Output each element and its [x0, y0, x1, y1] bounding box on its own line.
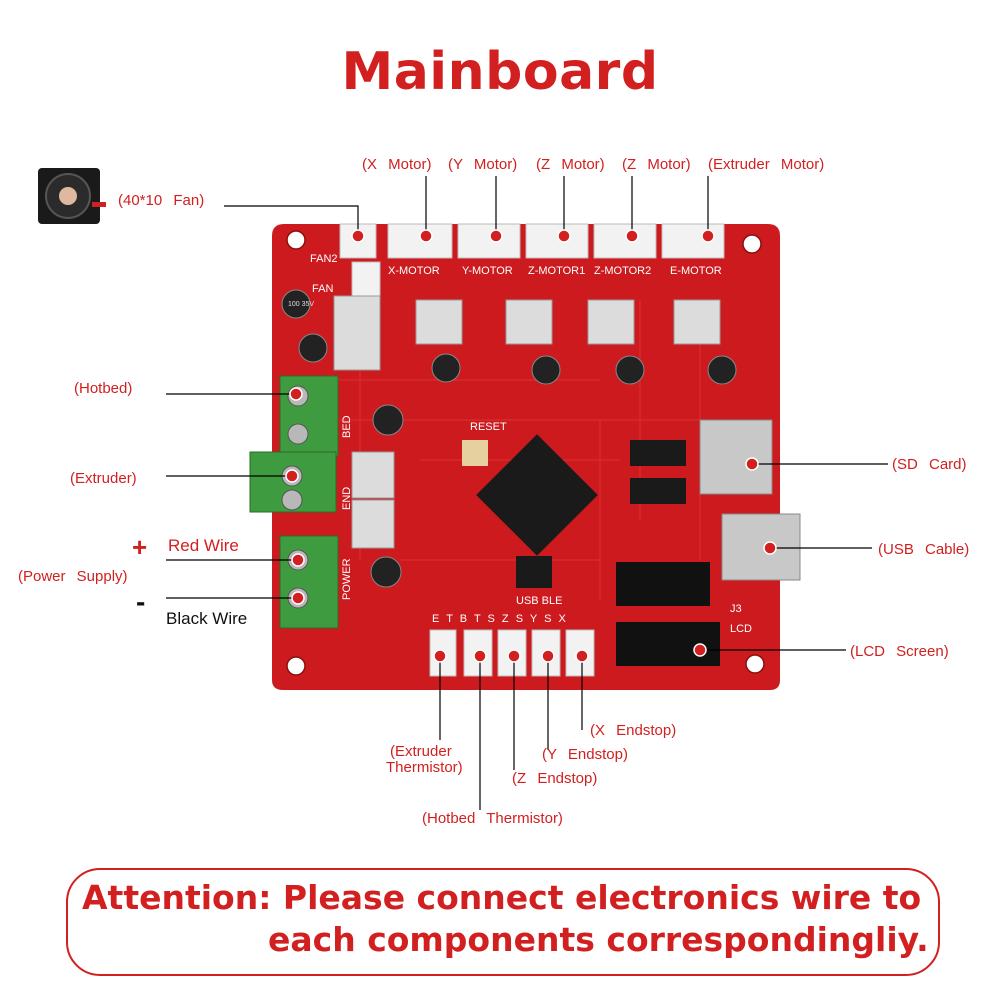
silk-endstop-letters: E T B T S Z S Y S X	[432, 613, 568, 625]
header-lcd	[616, 622, 720, 666]
silk-reset: RESET	[470, 421, 507, 433]
sd-card-slot	[699, 419, 773, 495]
header-j3	[616, 562, 710, 606]
motor-connectors	[339, 223, 725, 297]
silk-fan2: FAN2	[310, 253, 338, 265]
label-usb-cable: (USB Cable)	[878, 541, 970, 558]
minus-sign: -	[136, 586, 146, 617]
silk-e-motor: E-MOTOR	[670, 265, 722, 277]
usb-port	[721, 513, 801, 581]
label-black-wire: Black Wire	[166, 609, 248, 628]
silk-end: END	[341, 487, 353, 510]
label-extruder-motor: (Extruder Motor)	[708, 156, 825, 173]
attention-line-1: Attention: Please connect electronics wi…	[82, 878, 922, 917]
label-y-endstop: (Y Endstop)	[542, 746, 628, 763]
label-x-motor: (X Motor)	[362, 156, 432, 173]
label-hotbed-thermistor: (Hotbed Thermistor)	[422, 810, 563, 827]
capacitors	[281, 289, 737, 588]
label-sd-card: (SD Card)	[892, 456, 967, 473]
label-red-wire: Red Wire	[168, 536, 239, 555]
label-y-motor: (Y Motor)	[448, 156, 518, 173]
silk-j3: J3	[730, 603, 742, 615]
label-extruder-thermistor-line2: Thermistor)	[386, 759, 463, 776]
silk-lcd: LCD	[730, 623, 752, 635]
silk-cap-text: 100 35V	[288, 301, 314, 308]
plus-sign: +	[132, 532, 148, 562]
leader-lines	[166, 176, 888, 810]
attention-line-2: each components correspondingliy.	[268, 920, 929, 959]
label-z-motor-1: (Z Motor)	[536, 156, 605, 173]
label-hotbed: (Hotbed)	[74, 380, 133, 397]
connection-dots	[285, 229, 777, 663]
terminal-blocks	[249, 375, 339, 629]
silk-x-motor: X-MOTOR	[388, 265, 440, 277]
label-fan: (40*10 Fan)	[118, 192, 205, 209]
label-lcd-screen: (LCD Screen)	[850, 643, 949, 660]
label-extruder-thermistor-line1: (Extruder	[390, 743, 452, 760]
label-x-endstop: (X Endstop)	[590, 722, 677, 739]
silk-z-motor2: Z-MOTOR2	[594, 265, 651, 277]
silk-usb-ble: USB BLE	[516, 595, 562, 607]
silk-z-motor1: Z-MOTOR1	[528, 265, 585, 277]
page-title: Mainboard	[341, 42, 659, 102]
silk-y-motor: Y-MOTOR	[462, 265, 513, 277]
silk-power: POWER	[341, 558, 353, 600]
heatsinks	[333, 295, 721, 549]
fan-icon	[38, 168, 106, 224]
label-z-endstop: (Z Endstop)	[512, 770, 598, 787]
silk-bed: BED	[341, 415, 353, 438]
label-z-motor-2: (Z Motor)	[622, 156, 691, 173]
label-power-supply: (Power Supply)	[18, 568, 128, 585]
attention-box: Attention: Please connect electronics wi…	[66, 868, 940, 976]
silk-fan: FAN	[312, 283, 333, 295]
label-extruder: (Extruder)	[70, 470, 137, 487]
chips	[462, 434, 686, 588]
